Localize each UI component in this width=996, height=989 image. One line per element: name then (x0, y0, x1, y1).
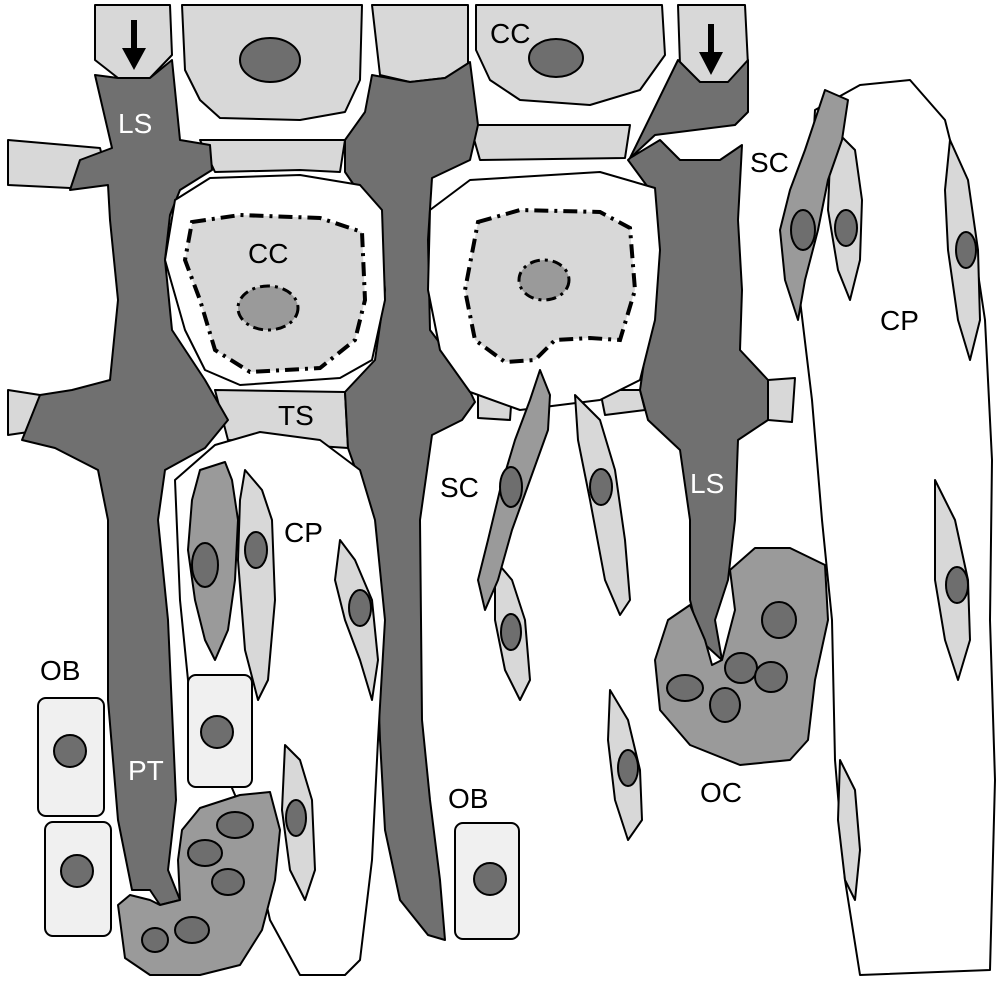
top-cell-mid (372, 5, 468, 82)
label-cp-left: CP (284, 517, 323, 548)
label-cc-top: CC (490, 18, 530, 49)
lacuna-cc-left (165, 175, 385, 385)
septum-top-mid (200, 140, 345, 172)
label-cc-mid: CC (248, 238, 288, 269)
label-ob-mid: OB (448, 783, 488, 814)
lacuna-cc-right (428, 172, 660, 410)
label-sc-right: SC (750, 147, 789, 178)
label-pt: PT (128, 755, 164, 786)
label-ob-left: OB (40, 655, 80, 686)
label-ts: TS (278, 400, 314, 431)
label-sc-mid: SC (440, 472, 479, 503)
label-oc: OC (700, 777, 742, 808)
label-cp-right: CP (880, 305, 919, 336)
nucleus (238, 286, 298, 330)
osteoclast-right (655, 548, 828, 765)
label-ls-top: LS (118, 108, 152, 139)
nucleus (240, 38, 300, 82)
label-ls-right: LS (690, 468, 724, 499)
septum-right-stub-b (768, 378, 795, 422)
nucleus (519, 260, 569, 300)
septum-top-right (470, 125, 630, 160)
nucleus (529, 39, 583, 77)
